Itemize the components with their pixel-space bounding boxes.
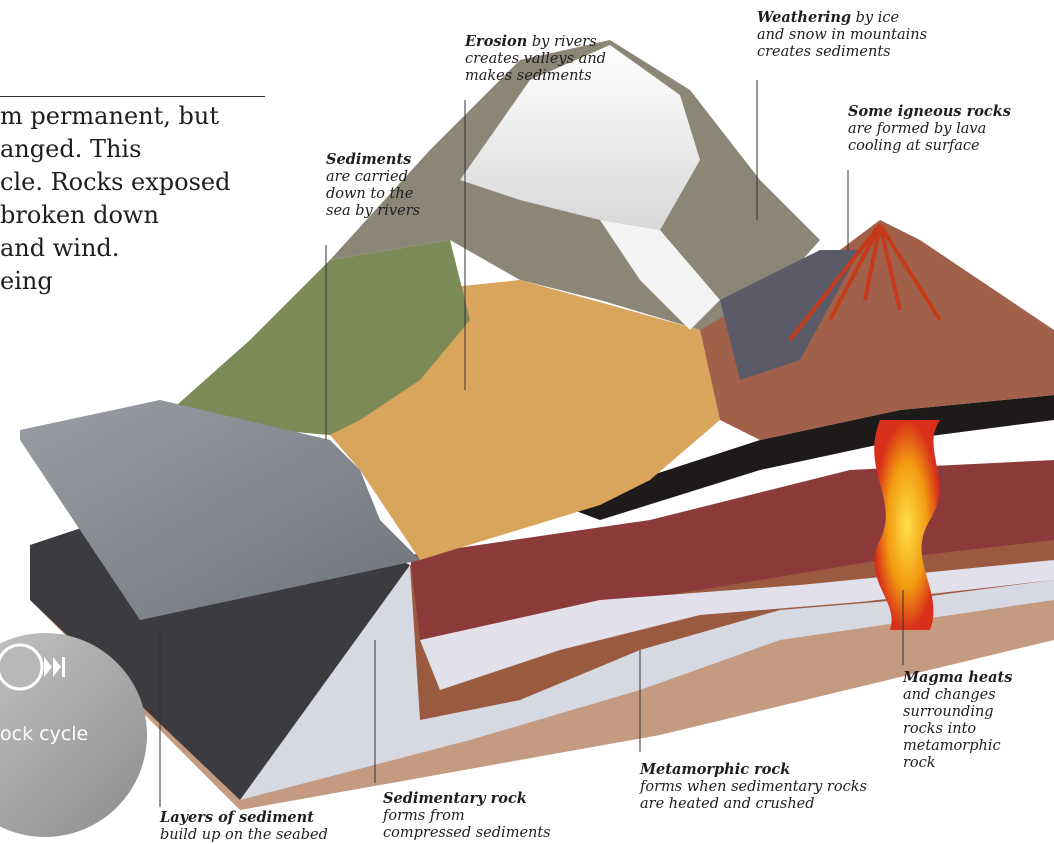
- label-head: Sedimentary rock: [383, 790, 527, 807]
- label-text: forms when sedimentary rocks: [640, 779, 867, 796]
- igneous-label: Some igneous rocks are formed by lava co…: [848, 103, 1011, 155]
- body-text-line: broken down: [0, 199, 230, 232]
- body-text-line: cle. Rocks exposed: [0, 166, 230, 199]
- label-text: forms from: [383, 808, 551, 825]
- magma-label: Magma heats and changes surrounding rock…: [903, 669, 1012, 772]
- label-head: Sediments: [326, 151, 411, 168]
- label-text: and changes: [903, 687, 1012, 704]
- label-text: surrounding: [903, 704, 1012, 721]
- erosion-label: Erosion by rivers creates valleys and ma…: [465, 33, 606, 85]
- label-text: are formed by lava: [848, 121, 1011, 138]
- label-text: are carried: [326, 169, 420, 186]
- label-text: build up on the seabed: [160, 827, 328, 844]
- label-text: are heated and crushed: [640, 796, 867, 813]
- label-text: rocks into: [903, 721, 1012, 738]
- label-text: down to the: [326, 186, 420, 203]
- sediments-label: Sediments are carried down to the sea by…: [326, 151, 420, 220]
- label-text: by ice: [851, 10, 899, 26]
- body-text-rule: [0, 96, 265, 97]
- label-head: Erosion: [465, 33, 527, 50]
- label-head: Layers of sediment: [160, 809, 314, 826]
- body-text: m permanent, but anged. This cle. Rocks …: [0, 100, 230, 298]
- body-text-line: m permanent, but: [0, 100, 230, 133]
- body-text-line: anged. This: [0, 133, 230, 166]
- label-text: makes sediments: [465, 68, 606, 85]
- label-text: rock: [903, 755, 1012, 772]
- label-text: cooling at surface: [848, 138, 1011, 155]
- label-text: sea by rivers: [326, 203, 420, 220]
- badge-label[interactable]: ock cycle: [0, 723, 130, 745]
- label-head: Some igneous rocks: [848, 103, 1011, 120]
- label-text: creates sediments: [757, 44, 927, 61]
- body-text-line: and wind.: [0, 232, 230, 265]
- label-text: and snow in mountains: [757, 27, 927, 44]
- body-text-line: eing: [0, 265, 230, 298]
- metamorphic-label: Metamorphic rock forms when sedimentary …: [640, 761, 867, 813]
- label-head: Metamorphic rock: [640, 761, 790, 778]
- label-head: Magma heats: [903, 669, 1012, 686]
- label-text: compressed sediments: [383, 825, 551, 842]
- weathering-label: Weathering by ice and snow in mountains …: [757, 9, 927, 61]
- label-text: by rivers: [527, 34, 596, 50]
- label-head: Weathering: [757, 9, 851, 26]
- label-text: metamorphic: [903, 738, 1012, 755]
- label-text: creates valleys and: [465, 51, 606, 68]
- sedimentary-label: Sedimentary rock forms from compressed s…: [383, 790, 551, 842]
- layers-label: Layers of sediment build up on the seabe…: [160, 809, 328, 844]
- badge-button-ring: [0, 645, 42, 689]
